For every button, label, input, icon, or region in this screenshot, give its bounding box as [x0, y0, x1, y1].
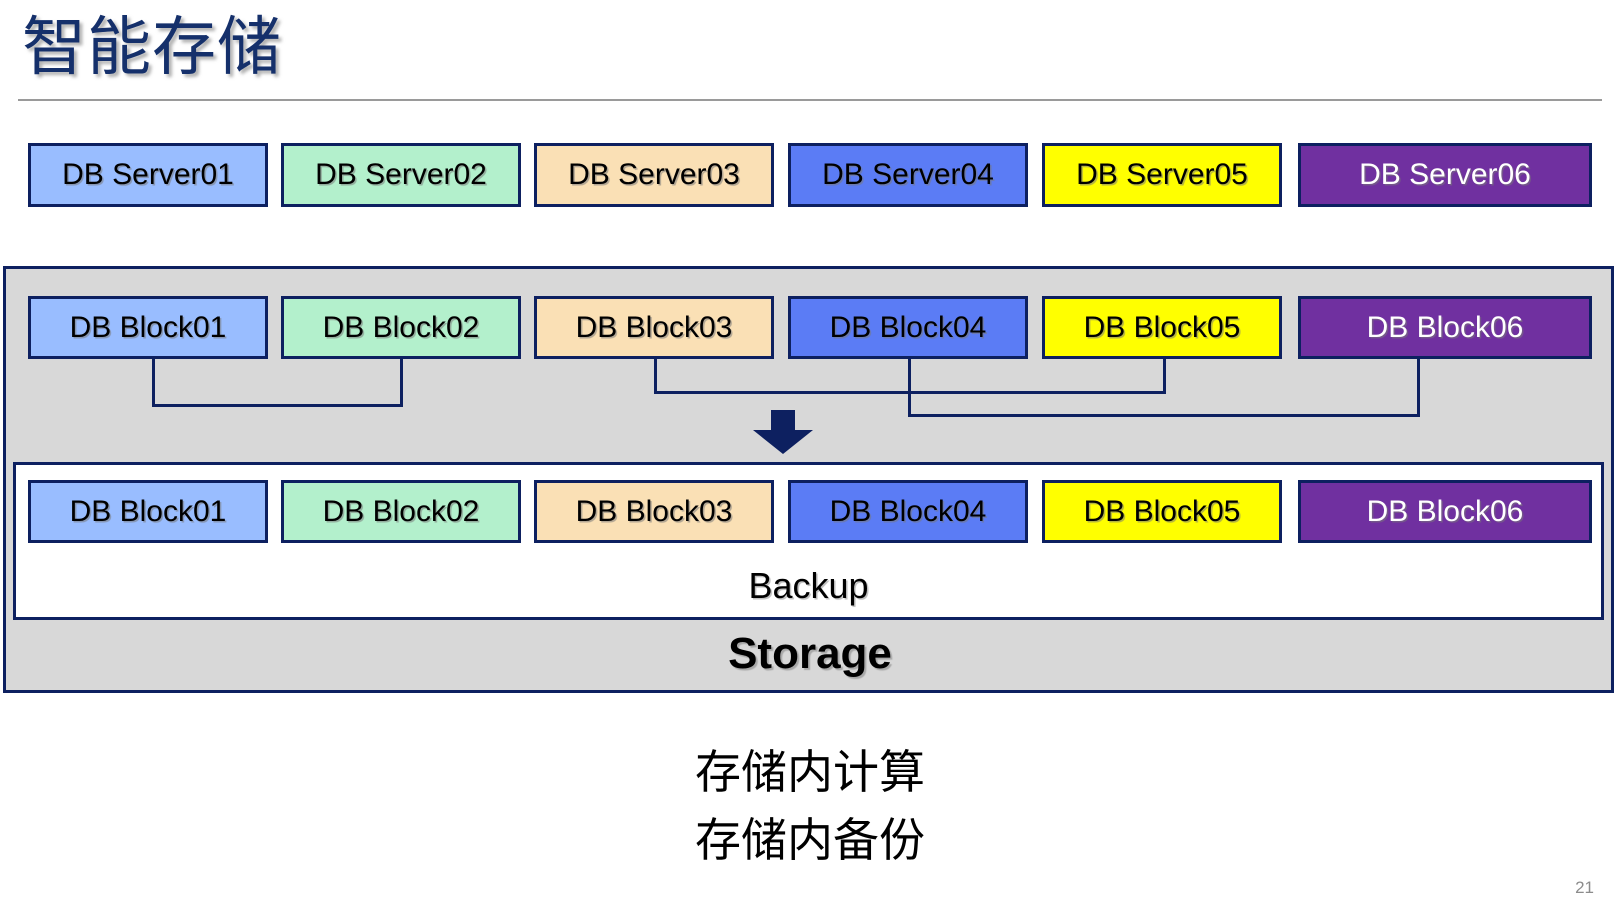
db-block-backup-box-4[interactable]: DB Block04 — [788, 480, 1028, 543]
connector-block03-block05-right-stem — [1163, 359, 1166, 394]
db-block-backup-box-3[interactable]: DB Block03 — [534, 480, 774, 543]
db-server-box-5[interactable]: DB Server05 — [1042, 143, 1282, 207]
db-block-live-box-3[interactable]: DB Block03 — [534, 296, 774, 359]
down-arrow-icon — [753, 410, 813, 454]
page-title: 智能存储 — [22, 11, 282, 83]
connector-block04-block06-right-stem — [1417, 359, 1420, 417]
db-block-live-box-label: DB Block04 — [829, 310, 987, 344]
db-block-live-box-1[interactable]: DB Block01 — [28, 296, 268, 359]
db-block-backup-box-label: DB Block05 — [1083, 494, 1241, 528]
db-server-box-label: DB Server02 — [315, 158, 487, 191]
db-block-live-box-label: DB Block03 — [575, 310, 733, 344]
connector-block01-block02-right-stem — [400, 359, 403, 407]
db-block-backup-box-label: DB Block03 — [575, 494, 733, 528]
db-block-live-box-2[interactable]: DB Block02 — [281, 296, 521, 359]
db-block-live-box-label: DB Block02 — [322, 310, 480, 344]
db-block-backup-box-label: DB Block01 — [69, 494, 227, 528]
page-number: 21 — [1575, 878, 1594, 897]
connector-block01-block02-left-stem — [152, 359, 155, 407]
db-block-live-box-label: DB Block05 — [1083, 310, 1241, 344]
db-server-box-1[interactable]: DB Server01 — [28, 143, 268, 207]
db-server-box-6[interactable]: DB Server06 — [1298, 143, 1592, 207]
backup-label: Backup — [748, 565, 869, 606]
db-block-live-box-6[interactable]: DB Block06 — [1298, 296, 1592, 359]
db-block-live-box-4[interactable]: DB Block04 — [788, 296, 1028, 359]
connector-block04-block06-join — [908, 414, 1420, 417]
db-server-box-4[interactable]: DB Server04 — [788, 143, 1028, 207]
caption-line-2: 存储内备份 — [695, 814, 925, 866]
db-block-live-box-5[interactable]: DB Block05 — [1042, 296, 1282, 359]
connector-block04-block06-left-stem — [908, 359, 911, 417]
db-block-backup-box-label: DB Block06 — [1366, 494, 1524, 528]
db-server-box-3[interactable]: DB Server03 — [534, 143, 774, 207]
db-block-backup-box-6[interactable]: DB Block06 — [1298, 480, 1592, 543]
db-server-box-label: DB Server04 — [822, 158, 994, 191]
db-server-box-label: DB Server03 — [568, 158, 740, 191]
db-server-box-label: DB Server06 — [1359, 158, 1531, 191]
db-block-backup-box-5[interactable]: DB Block05 — [1042, 480, 1282, 543]
title-divider — [18, 99, 1602, 101]
db-server-box-label: DB Server01 — [62, 158, 234, 191]
db-block-backup-box-2[interactable]: DB Block02 — [281, 480, 521, 543]
storage-label: Storage — [728, 629, 892, 678]
db-block-backup-box-1[interactable]: DB Block01 — [28, 480, 268, 543]
db-server-box-label: DB Server05 — [1076, 158, 1248, 191]
connector-block03-block05-left-stem — [654, 359, 657, 394]
db-block-backup-box-label: DB Block02 — [322, 494, 480, 528]
db-block-live-box-label: DB Block06 — [1366, 310, 1524, 344]
caption-line-1: 存储内计算 — [695, 746, 925, 798]
db-server-box-2[interactable]: DB Server02 — [281, 143, 521, 207]
connector-block01-block02-join — [152, 404, 403, 407]
db-block-backup-box-label: DB Block04 — [829, 494, 987, 528]
db-block-live-box-label: DB Block01 — [69, 310, 227, 344]
caption: 存储内计算 存储内备份 — [0, 738, 1620, 874]
